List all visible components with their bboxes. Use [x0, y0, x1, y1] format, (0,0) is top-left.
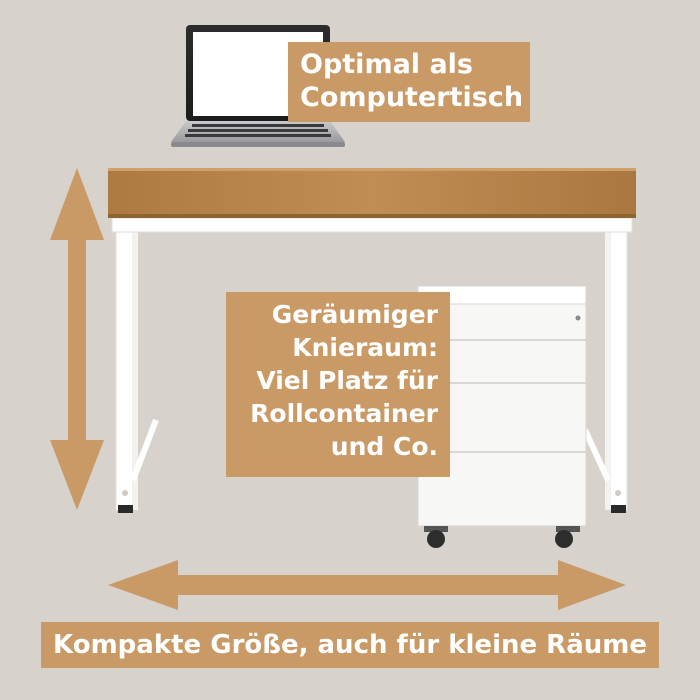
compact-size-label: Kompakte Größe, auch für kleine Räume	[41, 622, 659, 668]
knee-space-label-line: Viel Platz für	[256, 366, 438, 395]
computer-desk-label-line: Optimal als	[300, 49, 473, 80]
knee-space-label-line: und Co.	[330, 432, 438, 461]
compact-size-label-text: Kompakte Größe, auch für kleine Räume	[53, 630, 647, 660]
computer-desk-label: Optimal als Computertisch	[288, 42, 530, 122]
knee-space-label-line: Rollcontainer	[250, 399, 438, 428]
double-arrow-vertical-icon	[50, 168, 104, 510]
knee-space-label: Geräumiger Knieraum: Viel Platz für Roll…	[226, 292, 450, 477]
computer-desk-label-line: Computertisch	[300, 82, 524, 113]
knee-space-label-line: Knieraum:	[292, 333, 438, 362]
desk-image	[108, 168, 636, 513]
double-arrow-horizontal-icon	[108, 560, 626, 610]
knee-space-label-line: Geräumiger	[271, 300, 438, 329]
